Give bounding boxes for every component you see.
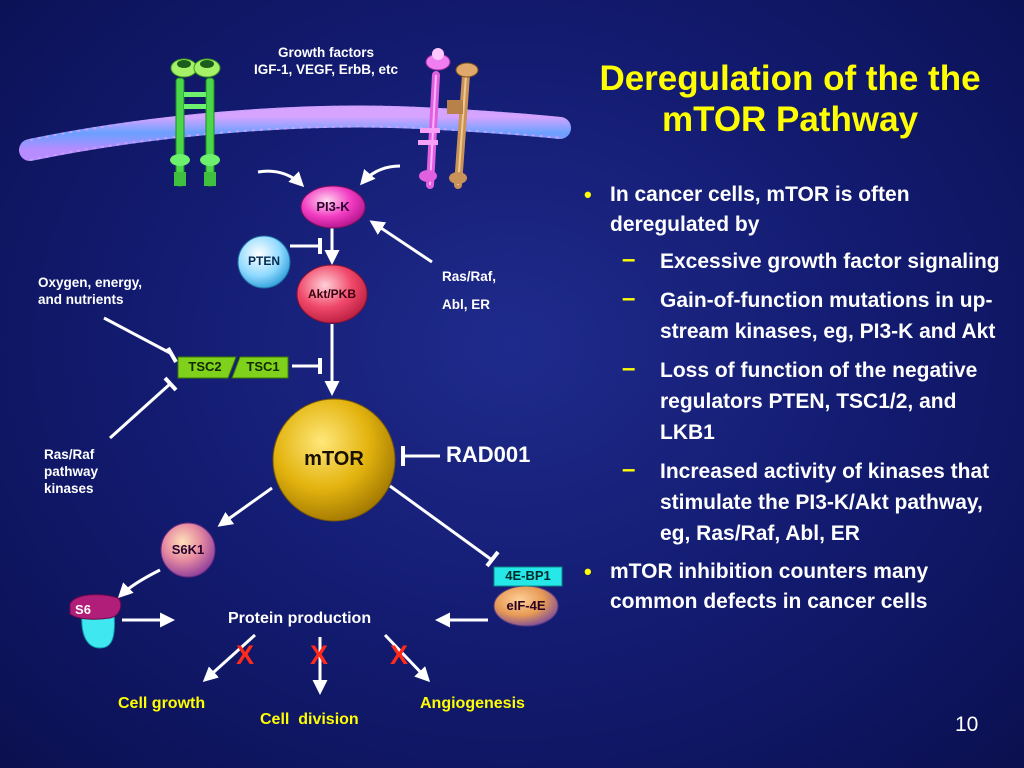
akt-label: Akt/PKB — [307, 287, 356, 301]
bullet-list: • In cancer cells, mTOR is often deregul… — [582, 180, 1002, 623]
bullet-item: • mTOR inhibition counters many common d… — [582, 557, 1002, 617]
arrow-receptor-to-pi3k-right — [360, 164, 401, 186]
sub-bullet-dash-icon: – — [622, 285, 636, 312]
x-mark-angiogenesis: X — [390, 640, 409, 670]
x-mark-cell-growth: X — [236, 640, 255, 670]
page-number: 10 — [955, 713, 979, 736]
arrow-s6k1-to-s6 — [117, 568, 161, 599]
ras-raf-abl-line2: Abl, ER — [442, 297, 491, 312]
sub-bullet-item: – Loss of function of the negative regul… — [582, 355, 1002, 448]
ras-raf-abl-label: Ras/Raf, Abl, ER — [442, 263, 496, 319]
cell-division-label: Cell division — [260, 711, 359, 728]
sub-bullet-text: Excessive growth factor signaling — [660, 250, 1000, 273]
tsc1-box — [231, 356, 289, 379]
mtor-node — [272, 398, 396, 522]
arrow-ras-raf-to-pi3k — [369, 220, 433, 264]
ras-raf-kinases-line2: pathway — [44, 464, 99, 479]
s6-label: S6 — [75, 602, 91, 617]
tsc-inhibition-line — [292, 358, 322, 374]
ras-raf-kinases-line3: kinases — [44, 481, 94, 496]
oxygen-inhibition-line — [103, 316, 178, 363]
oxygen-energy-label: Oxygen, energy, and nutrients — [38, 274, 142, 308]
pi3k-node — [300, 185, 366, 229]
growth-factor-receptor-tan — [447, 62, 479, 189]
arrow-receptor-to-pi3k-left — [257, 169, 305, 188]
tsc1-label: TSC1 — [246, 359, 280, 374]
sub-bullet-dash-icon: – — [622, 355, 636, 382]
bullet-dot-icon: • — [584, 182, 592, 207]
bullet-item: • In cancer cells, mTOR is often deregul… — [582, 180, 1002, 240]
arrow-mtor-to-s6k1 — [217, 486, 273, 527]
pten-label: PTEN — [247, 254, 280, 268]
akt-node — [296, 264, 368, 324]
tsc2-box — [177, 356, 237, 379]
sub-bullet-item: – Excessive growth factor signaling — [582, 246, 1002, 277]
rad001-label: RAD001 — [446, 442, 531, 467]
arrow-to-cell-growth — [202, 633, 257, 683]
growth-factor-receptor-magenta — [418, 48, 451, 189]
tsc2-label: TSC2 — [188, 359, 222, 374]
eif4e-label: eIF-4E — [506, 598, 546, 613]
sub-bullet-dash-icon: – — [622, 246, 636, 273]
oxygen-line2: and nutrients — [38, 292, 124, 307]
growth-factors-label: Growth factors IGF-1, VEGF, ErbB, etc — [228, 44, 424, 78]
sub-bullet-text: Increased activity of kinases that stimu… — [660, 460, 990, 545]
bullet-text: In cancer cells, mTOR is often deregulat… — [610, 183, 910, 236]
pten-inhibition-line — [290, 238, 322, 254]
slide-title: Deregulation of the the mTOR Pathway — [599, 59, 981, 139]
ras-raf-kinases-label: Ras/Raf pathway kinases — [44, 446, 98, 497]
sub-bullet-text: Loss of function of the negative regulat… — [660, 359, 978, 444]
growth-factors-line2: IGF-1, VEGF, ErbB, etc — [253, 62, 399, 77]
sub-bullet-text: Gain-of-function mutations in up-stream … — [660, 289, 996, 343]
protein-production-label: Protein production — [228, 610, 372, 627]
ras-raf-kinases-inhibition-line — [108, 376, 178, 440]
x-mark-cell-division: X — [310, 640, 329, 670]
cell-growth-label: Cell growth — [118, 695, 206, 712]
s6k1-node — [160, 522, 216, 578]
oxygen-line1: Oxygen, energy, — [38, 275, 143, 290]
sub-bullet-item: – Gain-of-function mutations in up-strea… — [582, 285, 1002, 347]
four-ebp1-label: 4E-BP1 — [505, 568, 551, 583]
sub-bullet-item: – Increased activity of kinases that sti… — [582, 456, 1002, 549]
sub-bullet-dash-icon: – — [622, 456, 636, 483]
ras-raf-kinases-line1: Ras/Raf — [44, 447, 95, 462]
rad001-inhibition-line — [401, 446, 440, 466]
four-ebp1-box — [493, 566, 563, 587]
cell-membrane — [19, 105, 571, 161]
bullet-text: mTOR inhibition counters many common def… — [610, 560, 929, 613]
s6-ribosome — [69, 594, 122, 649]
bullet-dot-icon: • — [584, 559, 592, 584]
mtor-label: mTOR — [304, 448, 364, 470]
growth-factors-line1: Growth factors — [277, 45, 374, 60]
s6k1-label: S6K1 — [171, 542, 205, 557]
ras-raf-abl-line1: Ras/Raf, — [442, 269, 497, 284]
growth-factor-receptor-green — [170, 58, 221, 187]
mtor-4ebp1-inhibition-line — [389, 484, 500, 568]
pi3k-label: PI3-K — [316, 199, 350, 214]
arrow-to-angiogenesis — [383, 633, 431, 683]
pten-node — [237, 235, 291, 289]
angiogenesis-label: Angiogenesis — [420, 695, 525, 712]
